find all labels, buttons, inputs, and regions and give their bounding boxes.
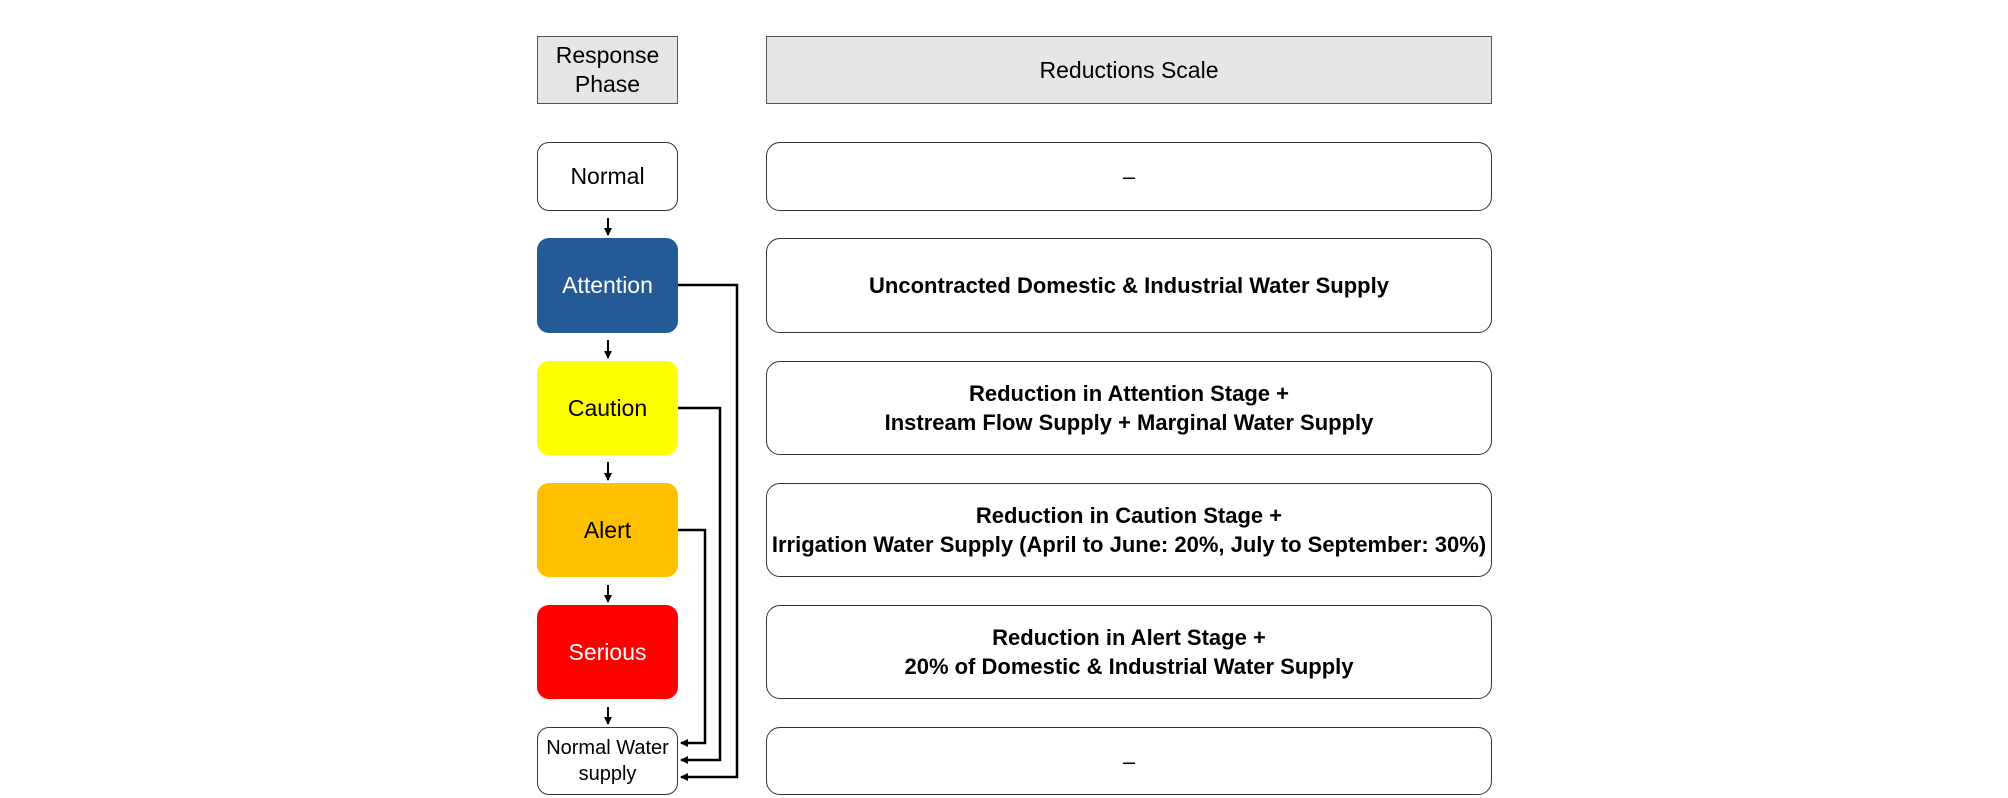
response-phase-header: Response Phase xyxy=(537,36,678,104)
reductions-scale-header: Reductions Scale xyxy=(766,36,1492,104)
reduction-attention: Uncontracted Domestic & Industrial Water… xyxy=(766,238,1492,333)
phase-attention: Attention xyxy=(537,238,678,333)
return-arrow-attention xyxy=(678,283,739,781)
reduction-alert: Reduction in Caution Stage + Irrigation … xyxy=(766,483,1492,577)
reduction-normal-water-supply: – xyxy=(766,727,1492,795)
phase-serious: Serious xyxy=(537,605,678,699)
phase-normal-water-supply: Normal Water supply xyxy=(537,727,678,795)
phase-caution: Caution xyxy=(537,361,678,455)
return-arrow-caution xyxy=(678,406,722,764)
reduction-normal: – xyxy=(766,142,1492,211)
reduction-serious: Reduction in Alert Stage + 20% of Domest… xyxy=(766,605,1492,699)
return-arrow-alert xyxy=(678,528,707,747)
reduction-caution: Reduction in Attention Stage + Instream … xyxy=(766,361,1492,455)
phase-normal: Normal xyxy=(537,142,678,211)
phase-alert: Alert xyxy=(537,483,678,577)
